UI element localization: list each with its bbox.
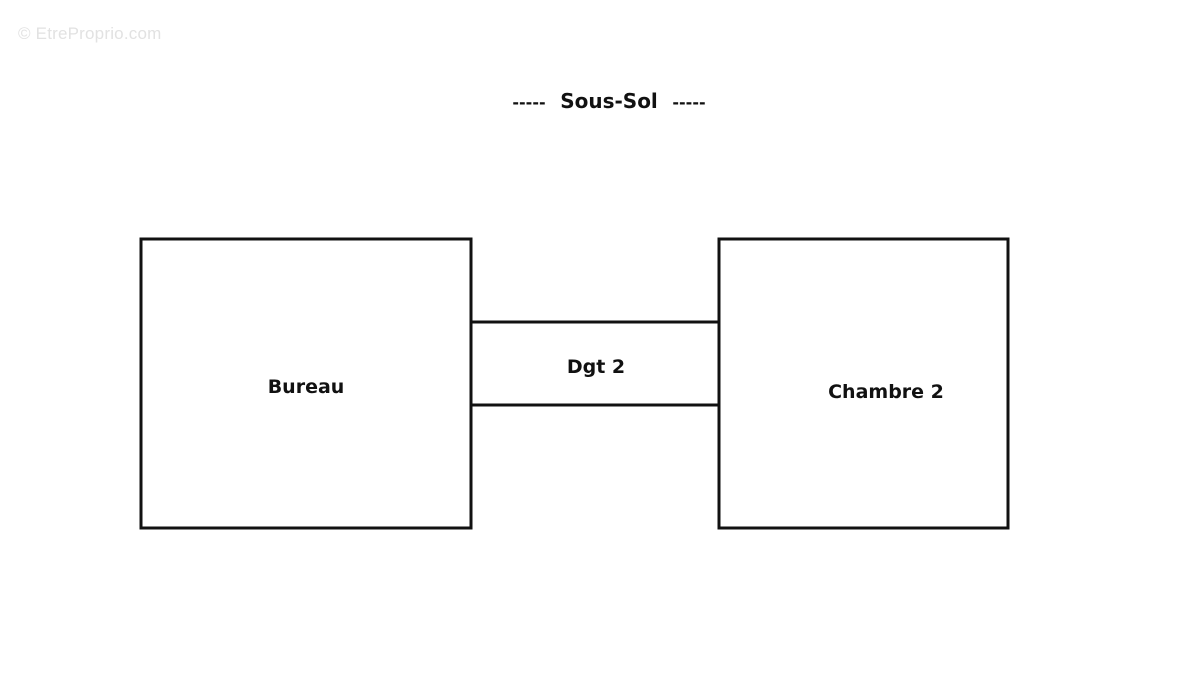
room-label-chambre: Chambre 2 — [828, 381, 944, 403]
room-chambre-2 — [717, 237, 1010, 530]
room-label-bureau: Bureau — [268, 376, 345, 398]
floor-title: Sous-Sol — [560, 89, 658, 113]
title-dash-right: ----- — [672, 93, 705, 112]
watermark-text: © EtreProprio.com — [18, 24, 162, 43]
room-bureau — [139, 237, 473, 530]
title-dash-left: ----- — [512, 93, 545, 112]
room-label-corridor: Dgt 2 — [567, 356, 625, 378]
